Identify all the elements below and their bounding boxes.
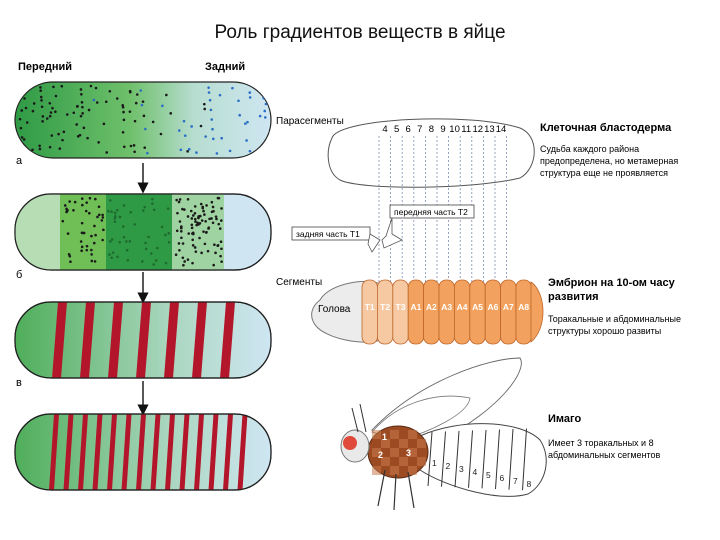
embryo-segment: [484, 279, 502, 345]
segments-label: Сегменты: [276, 277, 322, 288]
stage-label-v: в: [16, 377, 22, 389]
embryo-segment: [500, 279, 517, 345]
embryo-segments: T1 T2 T3 A1 A2 A3 A4 A5 A6 A7 A8: [361, 279, 544, 345]
parasegment-number: 4: [382, 124, 387, 135]
egg-stage-4: [14, 413, 272, 491]
embryo-segment: [407, 279, 425, 345]
embryo-text-1: Торакальные и абдоминальные: [548, 314, 681, 324]
abdomen-label: 3: [459, 464, 464, 474]
page-title: Роль градиентов веществ в яйце: [214, 22, 506, 43]
parasegment-number: 8: [429, 124, 434, 135]
callout-front-t2: передняя часть Т2: [381, 204, 475, 249]
embryo-segment-label: A3: [441, 302, 452, 312]
embryo-segment-label: A4: [457, 302, 468, 312]
parasegment-number: 5: [394, 124, 399, 135]
abdomen-line: [495, 429, 500, 490]
embryo-segment-label: A5: [472, 302, 483, 312]
abdomen-label: 4: [473, 467, 478, 477]
abdomen-line: [468, 430, 473, 488]
embryo-segment: [361, 279, 378, 345]
blastoderm-heading: Клеточная бластодерма: [540, 122, 672, 134]
imago-text-2: абдоминальных сегментов: [548, 450, 661, 460]
stage-label-b: б: [16, 269, 22, 281]
blastoderm-text-1: Судьба каждого района: [540, 144, 639, 154]
thorax-label: 2: [378, 450, 383, 460]
abdomen-line: [441, 431, 446, 487]
embryo-heading-2: развития: [548, 291, 599, 303]
embryo-segment: [376, 279, 394, 345]
blastoderm-text-3: структура еще не проявляется: [540, 168, 668, 178]
embryo-tail: [530, 281, 544, 343]
stage-label-a: а: [16, 155, 23, 167]
fly-abdomen-segment-lines: [427, 428, 527, 491]
embryo-segment-label: A2: [426, 302, 437, 312]
embryo-segment-label: A6: [487, 302, 498, 312]
thorax-label: 3: [406, 448, 411, 458]
embryo-segment-label: T3: [396, 302, 406, 312]
fly-abdomen: [419, 423, 547, 497]
embryo-segment: [438, 279, 455, 345]
blastoderm-text-2: предопределена, но метамерная: [540, 156, 678, 166]
callout-back-t1: задняя часть Т1: [291, 226, 381, 253]
embryo-segment: [392, 279, 409, 345]
parasegment-number: 12: [473, 124, 484, 135]
embryo-segment-label: T1: [365, 302, 375, 312]
imago-heading: Имаго: [548, 413, 581, 425]
posterior-label: Задний: [205, 61, 245, 73]
egg-stage-1: [14, 81, 272, 159]
abdomen-label: 8: [527, 479, 532, 489]
abdomen-label: 7: [513, 476, 518, 486]
abdomen-label: 1: [432, 458, 437, 468]
embryo-heading-1: Эмбрион на 10-ом часу: [548, 277, 676, 289]
abdomen-line: [427, 431, 433, 487]
embryo-segment: [453, 279, 471, 345]
fly-thorax-pattern: [372, 430, 426, 475]
embryo-segment-label: A8: [518, 302, 529, 312]
embryo-segment: [423, 279, 440, 345]
imago-text-1: Имеет 3 торакальных и 8: [548, 438, 654, 448]
abdomen-label: 5: [486, 470, 491, 480]
embryo-text-2: структуры хорошо развиты: [548, 326, 661, 336]
abdomen-line: [481, 429, 487, 489]
abdomen-line: [454, 430, 460, 488]
anterior-label: Передний: [18, 61, 72, 73]
embryo-segment-label: T2: [380, 302, 390, 312]
parasegment-number: 7: [417, 124, 422, 135]
svg-text:передняя часть Т2: передняя часть Т2: [394, 207, 468, 217]
embryo-segment-label: A7: [503, 302, 514, 312]
parasegment-number: 13: [484, 124, 495, 135]
embryo-segment-label: A1: [410, 302, 421, 312]
abdomen-line: [508, 428, 514, 490]
parasegment-number: 14: [496, 124, 507, 135]
fly-antennae: [351, 403, 367, 433]
parasegment-number: 9: [440, 124, 445, 135]
thorax-label: 1: [382, 432, 387, 442]
band-dots: [61, 196, 223, 267]
parasegment-number: 10: [449, 124, 460, 135]
parasegment-number: 6: [406, 124, 411, 135]
abdomen-line: [522, 428, 527, 491]
parasegments-label: Парасегменты: [276, 116, 344, 127]
parasegment-number: 11: [461, 124, 471, 135]
fly-thorax-labels: 1 2 3: [378, 432, 411, 460]
embryo-10h: T1 T2 T3 A1 A2 A3 A4 A5 A6 A7 A8 Голова: [311, 279, 544, 345]
pair-rule-stripes: [52, 302, 235, 378]
svg-text:задняя часть Т1: задняя часть Т1: [296, 229, 360, 239]
embryo-segment: [515, 279, 532, 345]
embryo-segment: [469, 279, 486, 345]
abdomen-label: 6: [500, 473, 505, 483]
egg-stage-2: [14, 193, 272, 271]
egg-stage-3: [14, 301, 272, 379]
embryo-head-label: Голова: [318, 304, 351, 315]
fly-eye: [343, 436, 357, 450]
morphogen-dots: [18, 84, 268, 155]
cellular-blastoderm-outline: [327, 118, 535, 188]
fly-legs: [377, 469, 415, 511]
abdomen-label: 2: [446, 461, 451, 471]
segment-polarity-stripes: [49, 414, 248, 490]
